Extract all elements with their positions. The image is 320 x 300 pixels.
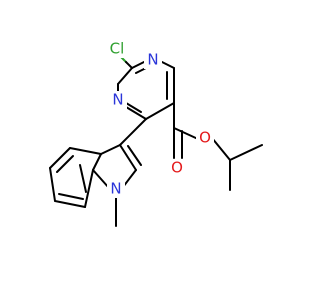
bond-c7-c7a xyxy=(84,169,94,208)
bond-c2-n1 xyxy=(122,169,137,188)
bond-c6-c7-double xyxy=(58,193,84,200)
atom-o-ester: O xyxy=(199,129,211,147)
bond-c3a-c4 xyxy=(69,147,102,155)
bond-c5-c6 xyxy=(49,167,56,202)
bond-c3-c2 xyxy=(119,144,137,171)
bonds xyxy=(49,53,263,227)
bond-c7a-c3a xyxy=(92,153,102,171)
bond-c3a-c3 xyxy=(100,144,121,155)
bond-c4-c5 xyxy=(49,147,71,169)
bond-c3-c2-double xyxy=(127,145,142,166)
bond-n3-c4 xyxy=(159,60,175,69)
bond-c5-c6 xyxy=(145,102,175,120)
bond-c6-n1 xyxy=(125,106,147,120)
atom-cl: Cl xyxy=(110,40,125,58)
n-indole-bg xyxy=(107,180,125,198)
atom-n-indole: N xyxy=(110,180,121,198)
atom-n-top: N xyxy=(147,51,158,69)
n-left-bg xyxy=(109,91,127,109)
bond-ch-me1 xyxy=(229,144,263,161)
bond-c6-indole xyxy=(119,118,147,146)
atom-n-left: N xyxy=(112,91,123,109)
molecule-svg: Cl N N N O O xyxy=(49,40,263,227)
bond-cl-c2-black xyxy=(125,61,133,69)
bond-c4-c5-double xyxy=(56,155,74,173)
bond-c2-n3 xyxy=(131,60,147,69)
n-top-bg xyxy=(144,51,162,69)
o-carbonyl-bg xyxy=(168,159,186,177)
bond-n1-c2-join xyxy=(117,67,133,85)
cl-label-bg xyxy=(106,40,128,58)
o-ester-bg xyxy=(196,129,214,147)
bond-n1-c7a xyxy=(92,169,110,189)
bond-carbonyl-oester xyxy=(173,127,199,140)
atom-labels: Cl N N N O O xyxy=(106,40,214,198)
bond-c6-n1-double xyxy=(125,102,142,113)
bond-c6-c7 xyxy=(54,200,86,208)
bond-oester-ch xyxy=(211,137,231,161)
atom-o-carbonyl: O xyxy=(171,159,183,177)
structure-diagram: Cl N N N O O xyxy=(49,39,263,227)
bond-c7a-inner xyxy=(79,164,87,193)
